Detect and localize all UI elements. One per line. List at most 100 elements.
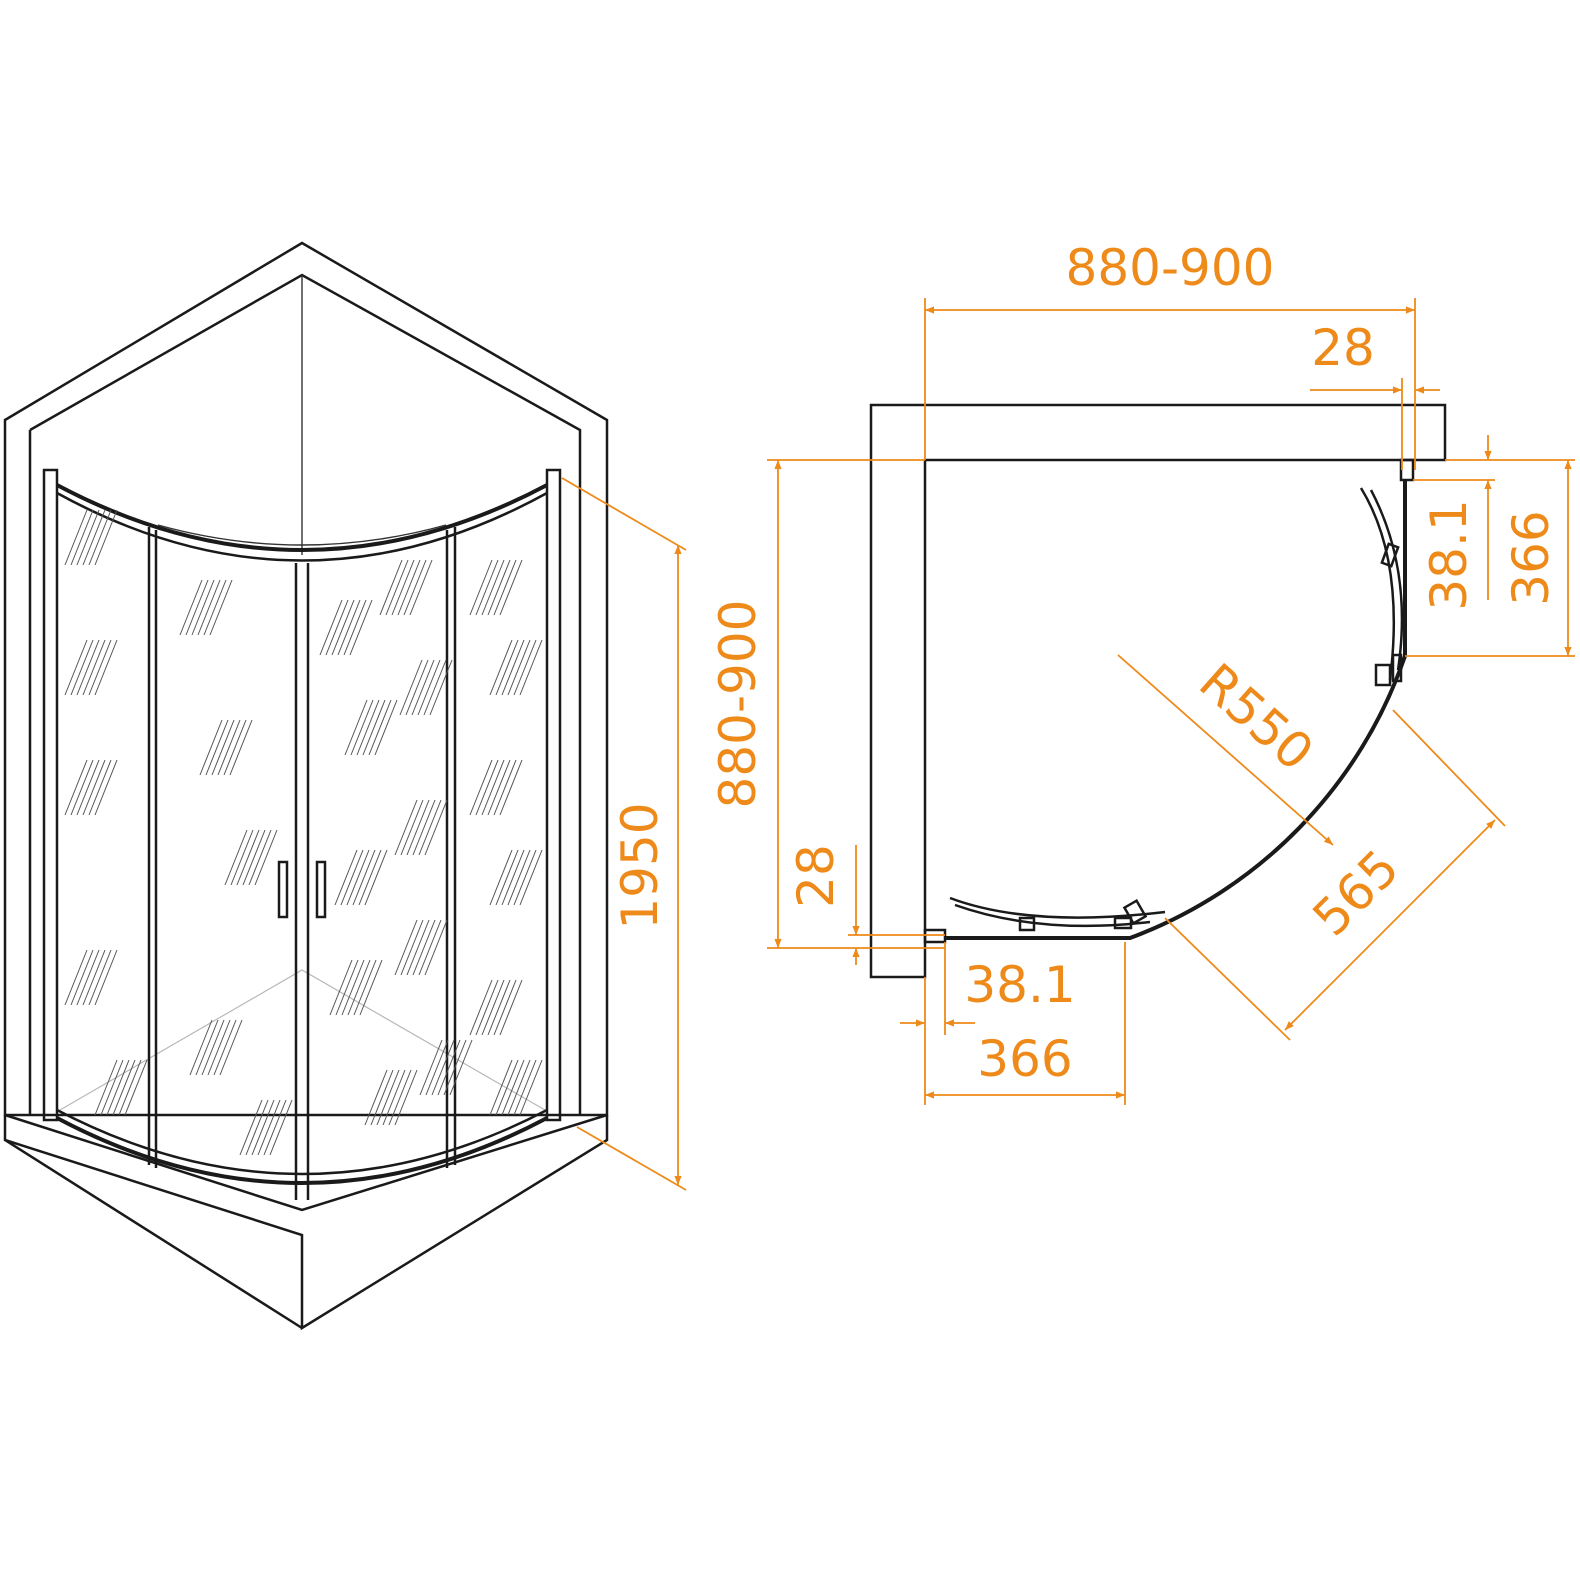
glass-hatch-line: [94, 759, 118, 816]
glass-hatch-line: [257, 1099, 281, 1156]
glass-hatch-line: [106, 1059, 130, 1116]
glass-hatch-line: [489, 639, 513, 696]
glass-hatch-line: [487, 559, 511, 616]
glass-hatch-line: [245, 1099, 269, 1156]
glass-hatch-line: [70, 949, 94, 1006]
glass-hatch-line: [251, 1099, 275, 1156]
glass-hatch-line: [242, 829, 266, 886]
glass-hatch-line: [76, 949, 100, 1006]
glass-hatch-line: [425, 1039, 449, 1096]
glass-hatch-line: [319, 599, 343, 656]
glass-hatch-line: [248, 829, 272, 886]
glass-hatch-line: [469, 979, 493, 1036]
glass-hatch-line: [191, 579, 215, 636]
glass-hatch-line: [385, 559, 409, 616]
top-profile-label: 28: [1311, 319, 1375, 377]
glass-hatch-line: [400, 919, 424, 976]
glass-hatch-line: [417, 659, 441, 716]
door-handle-left: [277, 860, 289, 919]
glass-hatch-line: [205, 719, 229, 776]
top-rail-back: [157, 524, 447, 546]
glass-hatch-line: [70, 509, 94, 566]
sliding-door-bottom: [949, 896, 1166, 919]
handle-bottom-b: [1113, 916, 1133, 930]
glass-hatch-line: [356, 699, 380, 756]
glass-hatch-line: [443, 1039, 467, 1096]
glass-hatch-line: [201, 1019, 225, 1076]
glass-hatch-line: [343, 599, 367, 656]
glass-hatch-line: [487, 979, 511, 1036]
glass-hatch-line: [424, 919, 448, 976]
glass-hatch-line: [76, 509, 100, 566]
glass-hatch-line: [94, 509, 118, 566]
roller-right-1: [1380, 542, 1400, 568]
glass-hatch-line: [403, 559, 427, 616]
glass-hatch-line: [88, 509, 112, 566]
glass-hatch-line: [364, 1069, 388, 1126]
door-handle-right: [315, 860, 327, 919]
glass-hatch-line: [418, 919, 442, 976]
glass-hatch-line: [493, 559, 517, 616]
frame-post-left: [42, 468, 59, 1122]
glass-hatch-line: [179, 579, 203, 636]
diagonal-label: 565: [1302, 839, 1410, 947]
glass-hatch-line: [94, 949, 118, 1006]
glass-hatch-line: [239, 1099, 263, 1156]
glass-hatch-line: [112, 1059, 136, 1116]
glass-hatch-line: [230, 829, 254, 886]
glass-hatch-line: [88, 759, 112, 816]
width-label: 880-900: [1066, 239, 1275, 297]
right-panel-label: 366: [1502, 510, 1560, 605]
shower-tray: [3, 1115, 609, 1331]
glass-hatch-line: [469, 759, 493, 816]
glass-hatch-line: [325, 599, 349, 656]
glass-hatch-line: [334, 849, 358, 906]
glass-hatch-line: [352, 849, 376, 906]
glass-hatch-line: [368, 699, 392, 756]
sliding-door-right: [1359, 487, 1396, 681]
height-ext-bottom: [576, 1126, 687, 1191]
glass-hatch-line: [397, 559, 421, 616]
bottom-rail-inner: [56, 1108, 548, 1176]
glass-hatch-line: [501, 639, 525, 696]
top-rail-inner: [56, 491, 548, 562]
glass-hatch-line: [346, 849, 370, 906]
glass-hatch-line: [209, 579, 233, 636]
glass-hatch-line: [475, 979, 499, 1036]
glass-reflections: [64, 509, 543, 1156]
glass-hatch-line: [418, 799, 442, 856]
roller-bottom-1: [1018, 916, 1036, 932]
glass-hatch-line: [82, 759, 106, 816]
glass-hatch-line: [475, 759, 499, 816]
glass-hatch-line: [409, 559, 433, 616]
floor-corner-lines: [59, 969, 546, 1111]
glass-hatch-line: [405, 659, 429, 716]
glass-hatch-line: [437, 1039, 461, 1096]
handle-right-b: [1391, 653, 1403, 683]
glass-hatch-line: [88, 949, 112, 1006]
glass-hatch-line: [495, 639, 519, 696]
glass-hatch-line: [94, 639, 118, 696]
bottom-offset-label: 38.1: [964, 956, 1075, 1014]
frame-post-right: [545, 468, 562, 1122]
diagonal-ext-top: [1392, 709, 1506, 827]
enclosure-arc: [945, 480, 1407, 940]
left-profile-block: [923, 928, 947, 944]
glass-hatch-line: [412, 799, 436, 856]
glass-hatch-line: [391, 559, 415, 616]
depth-label: 880-900: [709, 600, 767, 809]
glass-hatch-line: [359, 959, 383, 1016]
glass-hatch-line: [400, 799, 424, 856]
glass-hatch-line: [197, 579, 221, 636]
height-label: 1950: [611, 802, 669, 929]
top-rail: [56, 483, 548, 552]
glass-hatch-line: [124, 1059, 148, 1116]
glass-hatch-line: [263, 1099, 287, 1156]
glass-hatch-line: [519, 849, 543, 906]
handle-right: [1374, 663, 1392, 687]
glass-hatch-line: [364, 849, 388, 906]
glass-hatch-line: [203, 579, 227, 636]
glass-hatch-line: [489, 1059, 513, 1116]
glass-hatch-line: [335, 959, 359, 1016]
glass-hatch-line: [495, 849, 519, 906]
